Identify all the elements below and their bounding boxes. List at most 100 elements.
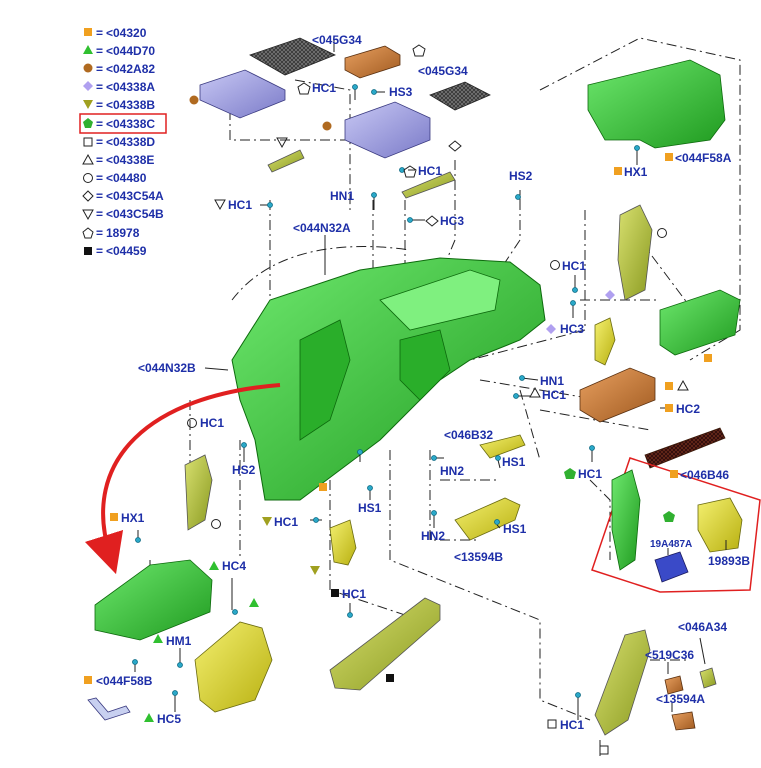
square-orange-icon (704, 354, 712, 362)
highlight-box (79, 113, 167, 134)
callout-hc1: HC1 (342, 587, 366, 601)
callout-044N32B: <044N32B (138, 361, 196, 375)
square-orange-icon (110, 513, 118, 521)
legend-label: <042A82 (106, 62, 155, 76)
circle-outline-icon (187, 418, 197, 428)
legend-label: <04338D (106, 135, 155, 149)
callout-hc4: HC4 (222, 559, 246, 573)
square-orange-icon (84, 28, 92, 36)
legend-item-04338A: = <04338A (83, 80, 155, 94)
square-orange-icon (319, 483, 327, 491)
triangle-green-icon (144, 713, 154, 722)
yellow-clip-upper (479, 434, 526, 459)
callout-hc1: HC1 (312, 81, 336, 95)
legend-item-042A82: = <042A82 (83, 62, 155, 76)
svg-text:=: = (96, 135, 103, 149)
dark-mesh-strip (644, 427, 726, 469)
callout-19893B: 19893B (708, 554, 750, 568)
triangle-outline-icon (677, 379, 689, 391)
triangle-down-olive-icon (310, 566, 320, 575)
triangle-green-icon (83, 45, 93, 54)
svg-text:=: = (96, 244, 103, 258)
pentagon-green-icon (83, 118, 93, 128)
dashboard-frame (231, 257, 546, 501)
callout-519C36: <519C36 (645, 648, 694, 662)
pentagon-green-icon (663, 511, 675, 522)
svg-text:=: = (96, 171, 103, 185)
square-orange-icon (665, 404, 673, 412)
callout-044F58B: <044F58B (96, 674, 153, 688)
callout-13594B: <13594B (454, 550, 503, 564)
legend-label: <043C54B (106, 207, 164, 221)
triangle-outline-icon (82, 153, 94, 165)
svg-text:=: = (96, 117, 103, 131)
legend-item-04338C: = <04338C (79, 113, 167, 134)
olive-lower-panel (329, 597, 441, 691)
olive-strip-right (401, 171, 456, 199)
callout-046B32: <046B32 (444, 428, 493, 442)
diamond-outline-icon (82, 190, 94, 202)
svg-text:=: = (96, 44, 103, 58)
callout-hc1: HC1 (200, 416, 224, 430)
legend-label: <04320 (106, 26, 147, 40)
pentagon-outline-icon (82, 227, 94, 239)
callout-hc1: HC1 (274, 515, 298, 529)
callout-hc1: HC1 (578, 467, 602, 481)
circle-brown-icon (83, 63, 93, 73)
callout-hc1: HC1 (560, 718, 584, 732)
callout-hs2: HS2 (232, 463, 256, 477)
callout-symbols (84, 44, 712, 755)
callout-labels: <045G34 <045G34 HC1 HS3 HC1 HX1 <044F58A… (96, 33, 750, 732)
legend-item-04338E: = <04338E (82, 153, 154, 167)
legend-label: 18978 (106, 226, 140, 240)
pentagon-green-icon (564, 468, 576, 479)
triangle-down-outline-icon (214, 199, 226, 211)
green-bottom-pad (94, 559, 213, 641)
legend-label: <04338C (106, 117, 155, 131)
pentagon-outline-icon (412, 44, 426, 57)
square-black-icon (386, 674, 394, 682)
diamond-purple-icon (83, 81, 93, 91)
yellow-bracket-center (329, 519, 357, 566)
triangle-outline-icon (529, 386, 541, 398)
mesh-pad-right (429, 81, 491, 111)
orange-box (579, 367, 656, 423)
callout-046A34: <046A34 (678, 620, 727, 634)
legend-item-04338B: = <04338B (83, 98, 155, 112)
diamond-purple-icon (546, 324, 556, 334)
svg-text:=: = (96, 153, 103, 167)
legend-item-043C54A: = <043C54A (82, 189, 164, 203)
callout-hc1: HC1 (542, 388, 566, 402)
red-curved-arrow (84, 383, 281, 575)
green-side-duct (659, 289, 741, 356)
callout-hn1: HN1 (330, 189, 354, 203)
legend-item-043C54B: = <043C54B (82, 207, 164, 221)
callout-hs1: HS1 (503, 522, 527, 536)
callout-hx1: HX1 (624, 165, 648, 179)
legend-item-044D70: = <044D70 (83, 44, 155, 58)
legend-item-04320: = <04320 (84, 26, 147, 40)
callout-hm1: HM1 (166, 634, 192, 648)
callout-hc1: HC1 (418, 164, 442, 178)
callout-13594A: <13594A (656, 692, 705, 706)
triangle-down-outline-icon (82, 209, 94, 221)
callout-046B46: <046B46 (680, 468, 729, 482)
callout-19A487A: 19A487A (650, 539, 692, 550)
callout-hc1: HC1 (228, 198, 252, 212)
square-orange-icon (665, 382, 673, 390)
olive-left-endcap (184, 454, 213, 531)
triangle-green-icon (249, 598, 259, 607)
callout-hc3: HC3 (560, 322, 584, 336)
purple-panel-left (199, 69, 286, 119)
pentagon-outline-icon (297, 82, 311, 95)
circle-outline-icon (83, 173, 93, 183)
square-orange-icon (670, 470, 678, 478)
mesh-pad-left (249, 37, 336, 76)
orange-clip-a (664, 675, 684, 695)
triangle-down-olive-icon (83, 100, 93, 109)
callout-045G34: <045G34 (418, 64, 468, 78)
legend-label: <04480 (106, 171, 147, 185)
circle-brown-icon (189, 95, 199, 105)
legend-label: <044D70 (106, 44, 155, 58)
